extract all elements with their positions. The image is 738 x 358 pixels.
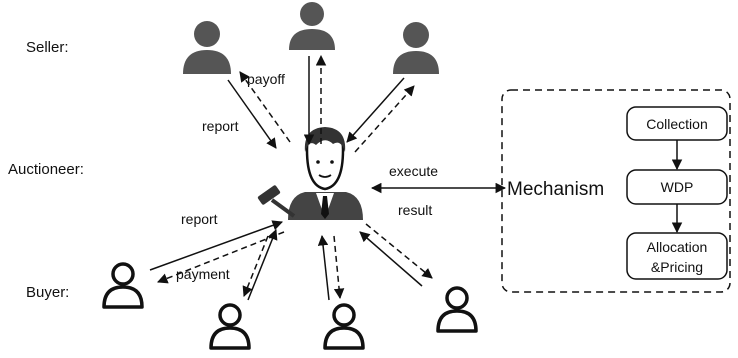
seller-role-label: Seller:	[26, 39, 69, 56]
seller-3-report-arrow	[346, 77, 405, 143]
buyer-3-report-arrow	[317, 234, 330, 301]
buyer-3-icon	[323, 303, 365, 350]
seller-3-icon	[393, 22, 439, 74]
buyer-1-payment-arrow	[157, 231, 285, 284]
buyer-4-report-arrow	[359, 231, 423, 287]
allocation-pricing-box	[626, 232, 728, 280]
pricing-label: &Pricing	[651, 259, 703, 275]
wdp-label: WDP	[661, 179, 694, 195]
buyer-role-label: Buyer:	[26, 284, 69, 301]
seller-1-icon	[183, 21, 231, 74]
buyer-1-icon	[102, 262, 144, 309]
auctioneer-role-label: Auctioneer:	[8, 161, 84, 178]
buyer-2-report-arrow	[247, 229, 278, 301]
result-label: result	[398, 202, 432, 218]
seller-report-label: report	[202, 118, 239, 134]
seller-3-payoff-arrow	[354, 85, 415, 153]
seller-1-payoff-arrow	[239, 71, 291, 143]
execute-label: execute	[389, 163, 438, 179]
collection-label: Collection	[646, 116, 707, 132]
buyer-payment-label: payment	[176, 266, 230, 282]
mechanism-container	[501, 89, 731, 293]
buyer-4-icon	[436, 286, 478, 333]
gavel-icon	[257, 185, 296, 218]
buyer-2-payment-arrow	[242, 235, 269, 297]
auctioneer-icon	[288, 127, 363, 220]
buyer-4-payment-arrow	[365, 223, 433, 279]
seller-2-icon	[289, 2, 335, 50]
seller-1-report-arrow	[227, 79, 277, 149]
buyer-3-payment-arrow	[333, 235, 345, 300]
seller-payoff-label: payoff	[247, 71, 285, 87]
mechanism-title: Mechanism	[507, 179, 604, 200]
buyer-2-icon	[209, 303, 251, 350]
buyer-1-report-arrow	[149, 220, 283, 271]
allocation-label: Allocation	[647, 239, 708, 255]
buyer-report-label: report	[181, 211, 218, 227]
